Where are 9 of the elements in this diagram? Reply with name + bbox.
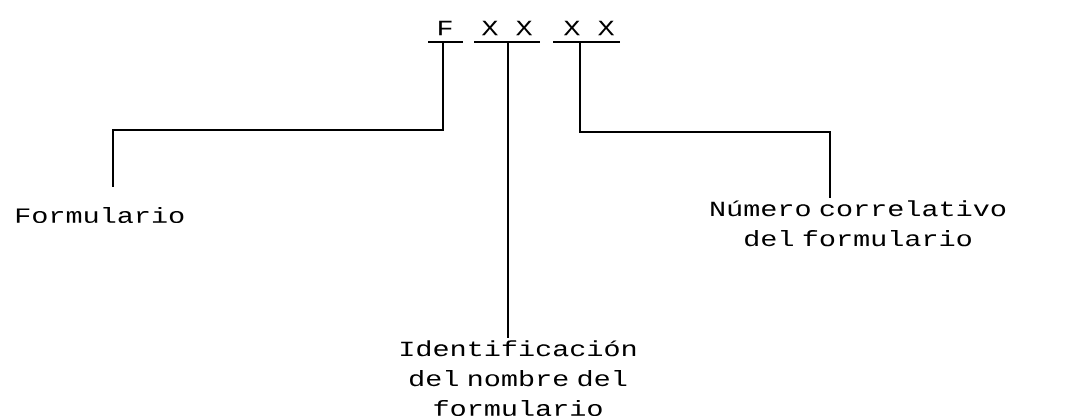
code-segment: X X: [474, 20, 540, 44]
leader-line: [507, 41, 509, 339]
description-text: Número correlativo del formulario: [711, 200, 1006, 247]
leader-line: [112, 41, 444, 188]
description-text: Identificación del nombre del formulario: [401, 340, 636, 417]
code-segment: X X: [553, 20, 620, 44]
leader-line: [579, 41, 831, 199]
description-text: Formulario: [16, 206, 184, 224]
code-segment: F: [428, 20, 463, 44]
